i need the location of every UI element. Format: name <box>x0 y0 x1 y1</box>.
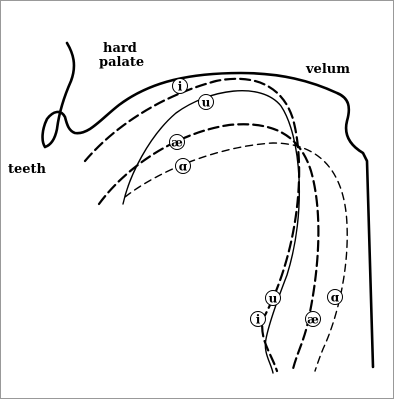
svg-text:i: i <box>256 313 261 327</box>
velum-label: velum <box>305 62 350 77</box>
tongue-contour-a <box>125 143 347 371</box>
svg-text:ɑ: ɑ <box>331 291 340 305</box>
svg-text:ɑ: ɑ <box>179 160 188 174</box>
svg-text:u: u <box>269 292 278 306</box>
vowel-marker-a-back: ɑ <box>328 290 343 305</box>
svg-text:æ: æ <box>171 136 183 150</box>
vowel-marker-u-back: u <box>266 291 281 306</box>
vowel-marker-i-back: i <box>251 312 266 327</box>
svg-text:æ: æ <box>307 313 319 327</box>
vowel-marker-i-front: i <box>173 79 188 94</box>
palate-outline <box>43 43 373 367</box>
vowel-marker-ae-back: æ <box>306 312 321 327</box>
tongue-contour-ae <box>99 124 318 369</box>
vowel-marker-a-front: ɑ <box>176 159 191 174</box>
svg-text:i: i <box>178 80 183 94</box>
tongue-contour-i <box>85 79 299 371</box>
svg-text:u: u <box>202 96 211 110</box>
vowel-marker-u-front: u <box>199 95 214 110</box>
hard-label: hard <box>103 41 137 56</box>
teeth-label: teeth <box>8 162 47 177</box>
vowel-marker-ae-front: æ <box>170 135 185 150</box>
tongue-contour-u <box>123 91 299 373</box>
palate-label: palate <box>99 55 144 70</box>
